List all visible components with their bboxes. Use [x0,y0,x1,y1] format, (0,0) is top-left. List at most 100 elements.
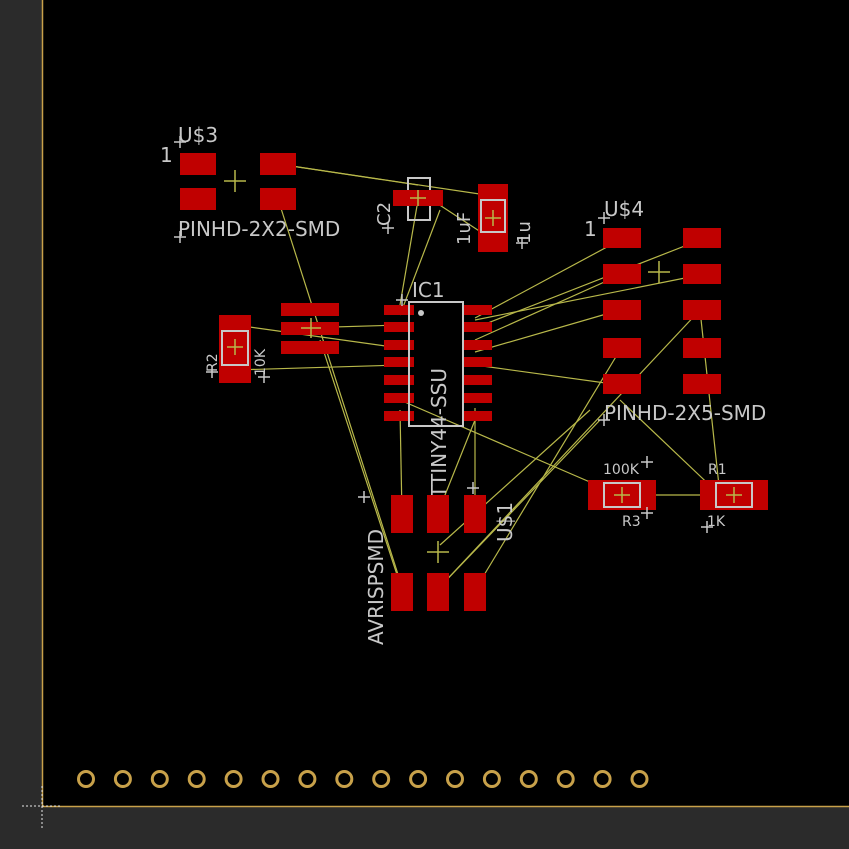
pad[interactable] [384,393,414,403]
via[interactable] [187,770,206,788]
pad[interactable] [683,374,721,394]
u4-name-label: U$4 [604,197,644,221]
origin-cross-icon [427,541,449,563]
component-r2[interactable]: R2 10K [205,315,270,383]
pad[interactable] [391,495,413,533]
pad[interactable] [180,153,216,175]
component-u3[interactable]: U$3 1 PINHD-2X2-SMD [160,123,394,243]
origin-cross-icon [227,339,243,355]
pad[interactable] [260,153,296,175]
r2-name-label: R2 [205,353,221,372]
r2-value-label: 10K [253,348,269,376]
pad[interactable] [603,264,641,284]
via[interactable] [113,770,132,788]
component-jumper[interactable] [281,303,339,354]
pad[interactable] [384,305,414,315]
r1-value-label: 1K [707,514,726,530]
pad[interactable] [384,322,414,332]
pad[interactable] [462,375,492,385]
silk-origin-icon [206,366,270,383]
silk-origin-icon [701,521,713,533]
via-row [77,770,649,788]
pad[interactable] [180,188,216,210]
c2-value-label: 1uF [454,212,475,245]
via[interactable] [482,770,501,788]
pad[interactable] [427,495,449,533]
u4-package-label: PINHD-2X5-SMD [604,401,766,425]
r3-value-label: 100K [603,462,640,478]
pad[interactable] [464,495,486,533]
silk-origin-icon [396,294,479,494]
pad[interactable] [603,300,641,320]
pad[interactable] [683,228,721,248]
c2-name-label: C2 [374,202,395,226]
via[interactable] [630,770,649,788]
pad[interactable] [683,338,721,358]
pad[interactable] [384,357,414,367]
component-r3[interactable]: 100K R3 [588,456,656,530]
r1-outline [715,482,753,508]
pad[interactable] [384,340,414,350]
c1-outline [480,199,506,233]
pad[interactable] [384,375,414,385]
avrisp-name-label: U$1 [493,502,517,542]
component-avrisp[interactable]: AVRISPSMD U$1 [358,491,517,645]
origin-cross-icon [648,261,670,283]
via[interactable] [409,770,428,788]
component-c2[interactable]: C2 1uF [374,177,475,245]
pad[interactable] [462,357,492,367]
silk-origin-icon [641,456,653,519]
pad[interactable] [462,322,492,332]
c1-value-label: 1u [514,221,535,244]
origin-cross-icon [614,487,630,503]
component-ic1[interactable]: IC1 ATTINY44-SSU [384,278,492,510]
pad[interactable] [427,573,449,611]
via[interactable] [593,770,612,788]
pad[interactable] [384,411,414,421]
pad[interactable] [683,300,721,320]
u4-pin1-label: 1 [584,217,597,241]
pad[interactable] [464,573,486,611]
ic1-outline [408,301,464,427]
component-u4[interactable]: U$4 1 PINHD-2X5-SMD [584,197,766,426]
via[interactable] [77,770,95,788]
via[interactable] [261,770,280,788]
pad[interactable] [260,188,296,210]
pin1-marker-icon [418,310,424,316]
board-area[interactable] [42,0,849,806]
via[interactable] [298,770,317,788]
via[interactable] [372,770,391,788]
component-r1[interactable]: R1 1K [700,462,768,533]
pad[interactable] [462,411,492,421]
origin-cross-icon [410,190,426,206]
pad[interactable] [603,374,641,394]
pad[interactable] [462,340,492,350]
silk-origin-icon [516,237,528,249]
origin-cross-icon [485,210,501,226]
via[interactable] [556,770,575,788]
via[interactable] [224,770,243,788]
pad[interactable] [603,228,641,248]
pad[interactable] [391,573,413,611]
pad[interactable] [462,393,492,403]
silk-origin-icon [174,136,394,243]
via[interactable] [335,770,354,788]
via[interactable] [519,770,538,788]
avrisp-package-label: AVRISPSMD [364,529,388,645]
origin-cross-icon [301,318,321,338]
r3-outline [603,482,641,508]
via[interactable] [446,770,464,788]
pad[interactable] [281,341,339,354]
pad[interactable] [462,305,492,315]
pad[interactable] [683,264,721,284]
component-c1[interactable]: 1u [478,184,535,252]
u3-package-label: PINHD-2X2-SMD [178,217,340,241]
u3-name-label: U$3 [178,123,218,147]
silk-origin-icon [358,491,370,503]
pad[interactable] [603,338,641,358]
pad[interactable] [281,303,339,316]
r3-name-label: R3 [622,514,641,530]
via[interactable] [150,770,169,788]
